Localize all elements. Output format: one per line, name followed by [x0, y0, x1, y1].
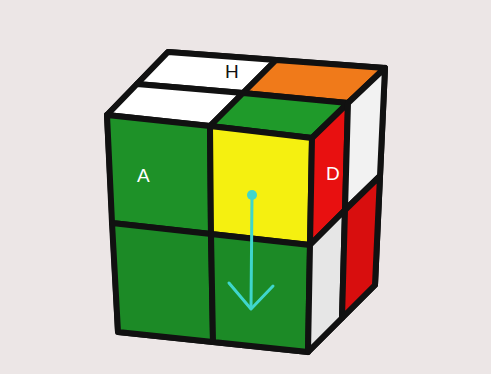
sticker-green	[211, 234, 310, 352]
move-arrow	[251, 195, 252, 308]
arrow-head	[229, 283, 273, 309]
sticker-green	[107, 115, 211, 234]
sticker-green	[112, 223, 213, 342]
sticker-yellow	[210, 126, 312, 245]
sticker-label: A	[137, 166, 150, 185]
sticker-red	[342, 176, 380, 318]
arrow-dot	[247, 190, 257, 200]
sticker-white	[308, 210, 345, 352]
sticker-label: H	[225, 62, 239, 81]
cube-body	[107, 52, 385, 352]
sticker-label: D	[326, 164, 340, 183]
